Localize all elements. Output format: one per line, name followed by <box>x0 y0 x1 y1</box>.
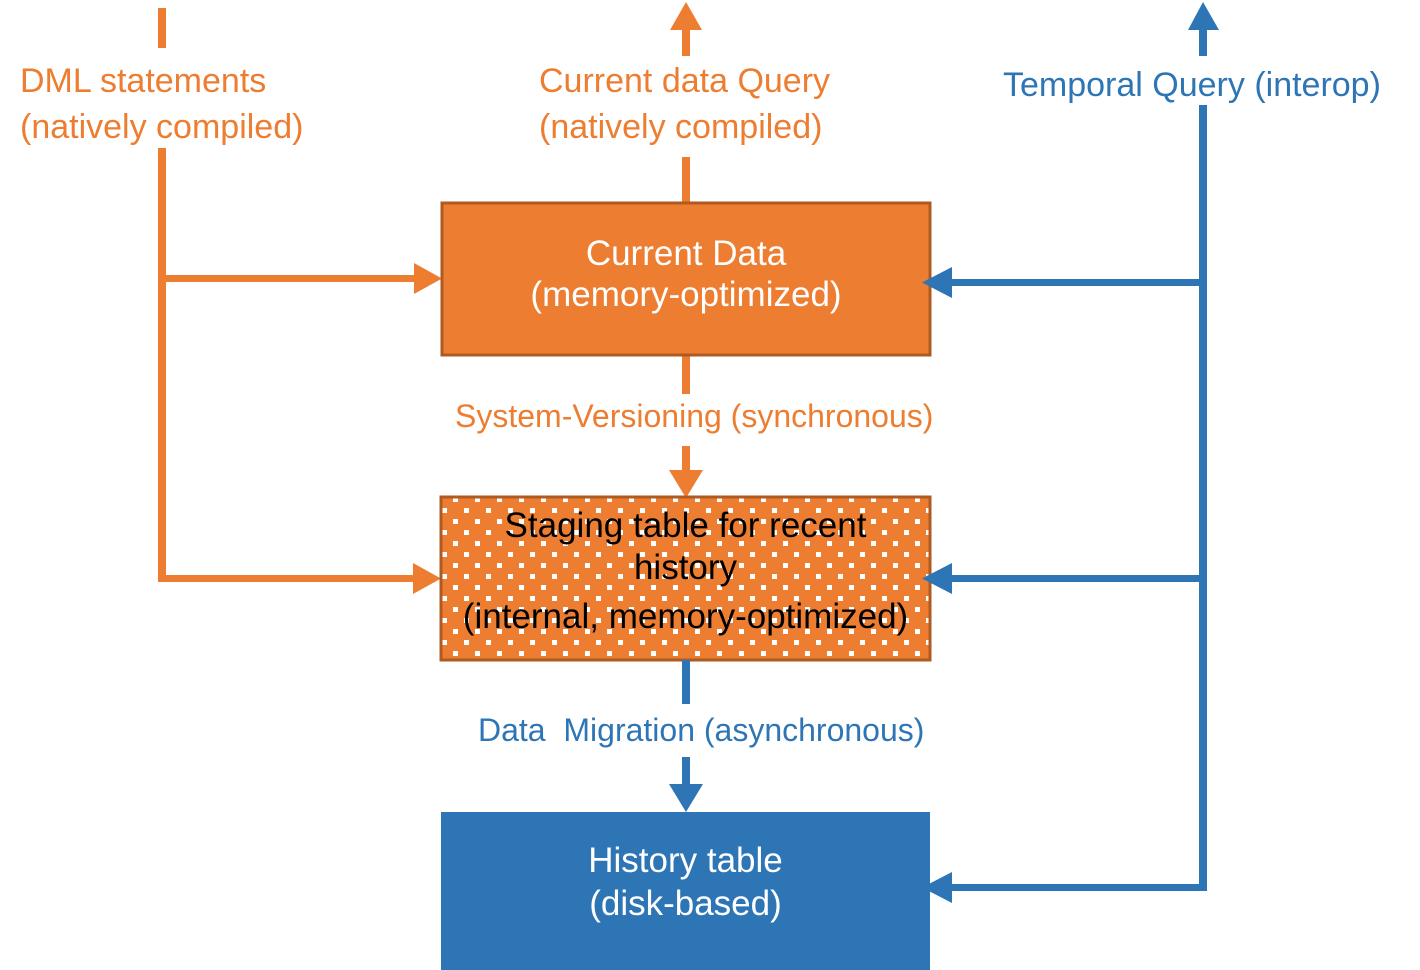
data-migration-shaft-upper <box>682 660 690 704</box>
dml-top-stub <box>158 8 166 48</box>
system-versioning-arrowhead <box>669 470 703 498</box>
node-history-table-box[interactable] <box>441 812 930 970</box>
dml-to-current-data-line <box>158 275 420 282</box>
data-migration-arrowhead <box>669 784 703 812</box>
temporal-query-arrowhead <box>1188 2 1219 30</box>
edge-label-current-data-query: Current data Query <box>539 62 831 100</box>
temporal-to-history-arrowhead <box>922 872 952 903</box>
edge-label-dml-statements: DML statements <box>20 62 267 100</box>
connector-temporal-query <box>922 2 1219 903</box>
node-current-data-box[interactable] <box>440 201 932 357</box>
temporal-to-history-line <box>950 884 1207 891</box>
dml-to-staging-line <box>158 575 420 582</box>
edge-label-current-data-query-line2: (natively compiled) <box>539 108 823 146</box>
data-migration-shaft-lower <box>682 757 690 793</box>
edge-label-dml-statements-line2: (natively compiled) <box>20 108 304 146</box>
temporal-to-current-data-line <box>950 279 1203 286</box>
current-data-query-shaft-top <box>682 22 690 56</box>
temporal-to-staging-arrowhead <box>922 563 952 594</box>
edge-label-data-migration: Data Migration (asynchronous) <box>478 712 925 748</box>
temporal-to-staging-line <box>950 575 1203 582</box>
node-staging-table-box[interactable] <box>439 495 932 662</box>
edge-label-temporal-query: Temporal Query (interop) <box>1003 66 1381 104</box>
system-versioning-shaft-upper <box>682 355 690 394</box>
connector-current-data-query <box>670 2 702 203</box>
connector-dml-statements <box>158 8 442 594</box>
system-versioning-shaft-lower <box>682 446 690 479</box>
temporal-to-current-data-arrowhead <box>922 267 952 298</box>
connector-data-migration <box>669 660 703 812</box>
dml-vertical-spine <box>158 148 166 582</box>
dml-to-current-data-arrowhead <box>414 263 442 294</box>
temporal-query-vertical-spine <box>1199 105 1207 891</box>
current-data-query-arrowhead <box>670 2 702 30</box>
dml-to-staging-arrowhead <box>413 563 441 594</box>
temporal-query-shaft-top <box>1199 22 1207 56</box>
edge-label-system-versioning: System-Versioning (synchronous) <box>455 398 934 434</box>
connector-system-versioning <box>669 355 703 498</box>
current-data-query-shaft-bottom <box>682 157 690 203</box>
